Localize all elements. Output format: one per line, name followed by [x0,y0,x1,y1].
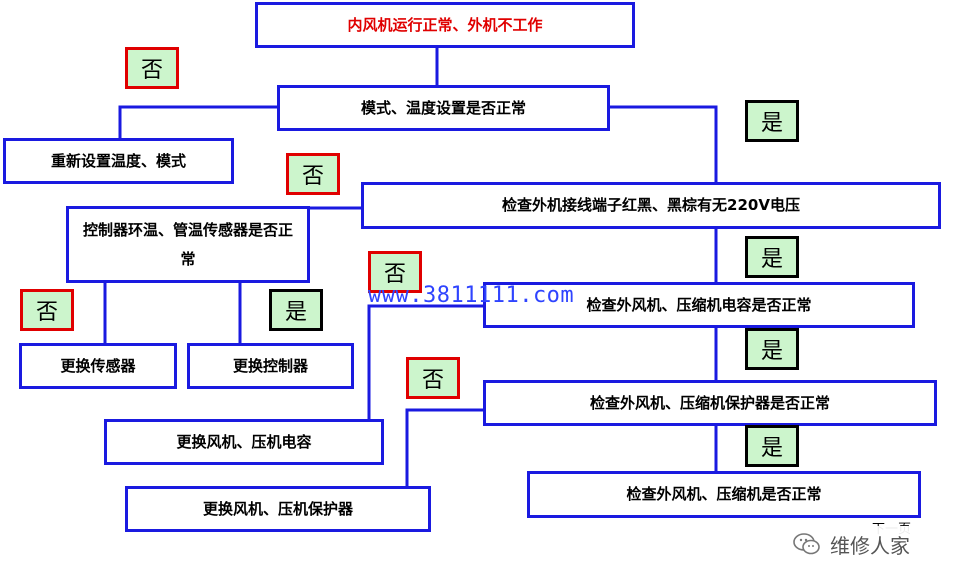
connector-capacitor-to-replace-capacitor [367,304,483,419]
node-check-capacitor: 检查外风机、压缩机电容是否正常 [483,282,915,328]
node-reset-temperature-mode: 重新设置温度、模式 [3,138,234,184]
node-check-temperature-sensors: 控制器环温、管温传感器是否正常 [66,206,310,283]
connector-mode-to-reset [118,105,277,138]
node-replace-sensor: 更换传感器 [19,343,177,389]
node-check-protector: 检查外风机、压缩机保护器是否正常 [483,380,937,426]
website-watermark: www.3811111.com [368,283,575,308]
yes-label-capacitor: 是 [745,328,799,370]
connector-protector-to-replace-protector [405,408,483,486]
wechat-icon [793,533,820,555]
connector-mode-to-voltage [609,105,718,182]
no-label-protector: 否 [406,357,460,399]
no-label-mode: 否 [125,47,179,89]
node-replace-capacitor: 更换风机、压机电容 [104,419,384,465]
yes-label-mode: 是 [745,100,799,142]
yes-label-sensor: 是 [269,289,323,331]
no-label-capacitor: 否 [368,251,422,293]
no-label-voltage: 否 [286,153,340,195]
node-check-fan-compressor: 检查外风机、压缩机是否正常 [527,471,921,518]
node-replace-protector: 更换风机、压机保护器 [125,486,431,532]
node-check-mode-temperature: 模式、温度设置是否正常 [277,85,610,131]
brand-name: 维修人家 [830,533,910,558]
no-label-sensor: 否 [20,289,74,331]
node-check-terminal-voltage: 检查外机接线端子红黑、黑棕有无220V电压 [361,182,941,229]
brand-badge: 维修人家 [792,526,963,562]
yes-label-voltage: 是 [745,236,799,278]
node-indoor-fan-ok-outdoor-off: 内风机运行正常、外机不工作 [255,2,635,48]
node-replace-controller: 更换控制器 [187,343,354,389]
yes-label-protector: 是 [745,425,799,467]
